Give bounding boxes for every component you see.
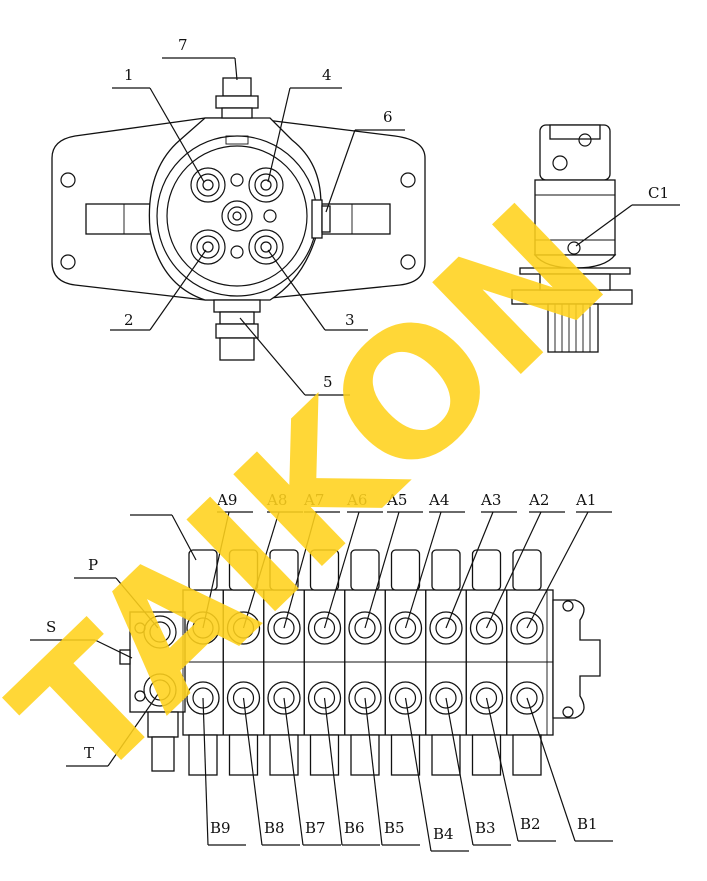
callout-label-4: 4 [322,66,332,84]
callout-label-6: 6 [383,108,393,126]
a-leader-line [485,511,542,629]
b-leader-line [323,697,343,846]
section-bottom-cap [228,734,259,776]
section-top-cap [390,549,421,591]
a-port-bore [516,617,538,639]
b-port-bore [354,687,376,709]
b-port-bore [516,687,538,709]
callout-label-5: 5 [323,373,333,391]
a-port-bore [232,617,255,639]
b-port-bore [232,687,255,709]
a-leader-line [526,511,589,629]
a-port-label: A9 [216,491,237,509]
b-leader-line [445,697,474,846]
a-port-label: A1 [575,491,596,509]
port-1 [190,167,226,203]
port-leaders [130,511,613,852]
section-top-cap [350,549,380,591]
a-leader-line [323,511,360,629]
b-port-label: B8 [264,819,285,837]
a-port-bore [192,617,214,639]
b-leader-line [526,697,576,842]
port-label-s: S [46,618,56,636]
a-port-label: A8 [266,491,287,509]
section-top-cap [512,549,542,591]
port-3 [248,229,284,265]
b-port-label: B6 [344,819,365,837]
a-port-bore [394,617,417,639]
b-leader-line [404,697,432,852]
callout-label-2: 2 [124,311,134,329]
b-port-label: B2 [520,815,541,833]
callout-label-7: 7 [178,36,188,54]
b-port-label: B4 [433,825,454,843]
a-leader-line [242,511,280,629]
b-leader-line [485,697,519,842]
a-leader-line [404,511,442,629]
port-label-t: T [84,744,94,762]
section-top-cap [309,549,340,591]
b-port-bore [273,687,295,709]
b-port-bore [313,687,336,709]
top-leader-line [171,514,197,561]
a-leader-line [283,511,317,629]
a-port-label: A4 [428,491,449,509]
side-ports: P S T [30,556,177,767]
b-port-label: B9 [210,819,231,837]
b-leader-line [202,697,209,846]
b-port-label: B7 [305,819,326,837]
port-2 [190,229,226,265]
a-port-label: A7 [303,491,324,509]
a-port-bore [354,617,376,639]
section-bottom-cap [431,734,461,776]
b-port-bore [475,687,498,709]
b-port-label: B5 [384,819,405,837]
section-bottom-cap [512,734,542,776]
section-bottom-cap [269,734,299,776]
a-port-label: A3 [480,491,501,509]
section-top-cap [228,549,259,591]
port-label-p: P [88,556,98,574]
a-port-bore [475,617,498,639]
a-leader-line [202,511,230,629]
a-port-bore [313,617,336,639]
port-4 [248,167,284,203]
a-leader-line [364,511,400,629]
valve-sections [182,549,548,776]
b-port-bore [435,687,457,709]
a-port-label: A2 [528,491,549,509]
b-leader-line [283,697,304,846]
a-port-bore [435,617,457,639]
port-center [221,200,253,232]
section-bottom-cap [188,734,218,776]
a-port-bore [273,617,295,639]
callout-label-1: 1 [124,66,134,84]
pilot-valve-side-view: C1 [511,124,680,353]
section-top-cap [431,549,461,591]
section-bottom-cap [350,734,380,776]
section-bottom-cap [309,734,340,776]
pilot-valve-top-view: 7 1 4 6 2 3 5 [51,36,426,396]
callout-label-3: 3 [345,311,355,329]
b-leader-line [364,697,383,846]
b-leader-line [242,697,263,846]
section-top-cap [269,549,299,591]
section-top-cap [471,549,502,591]
callout-label-c1: C1 [648,184,669,202]
a-leader-line [445,511,494,629]
b-port-bore [394,687,417,709]
b-port-label: B3 [475,819,496,837]
a-port-label: A5 [386,491,407,509]
a-port-label: A6 [346,491,367,509]
b-port-label: B1 [577,815,598,833]
